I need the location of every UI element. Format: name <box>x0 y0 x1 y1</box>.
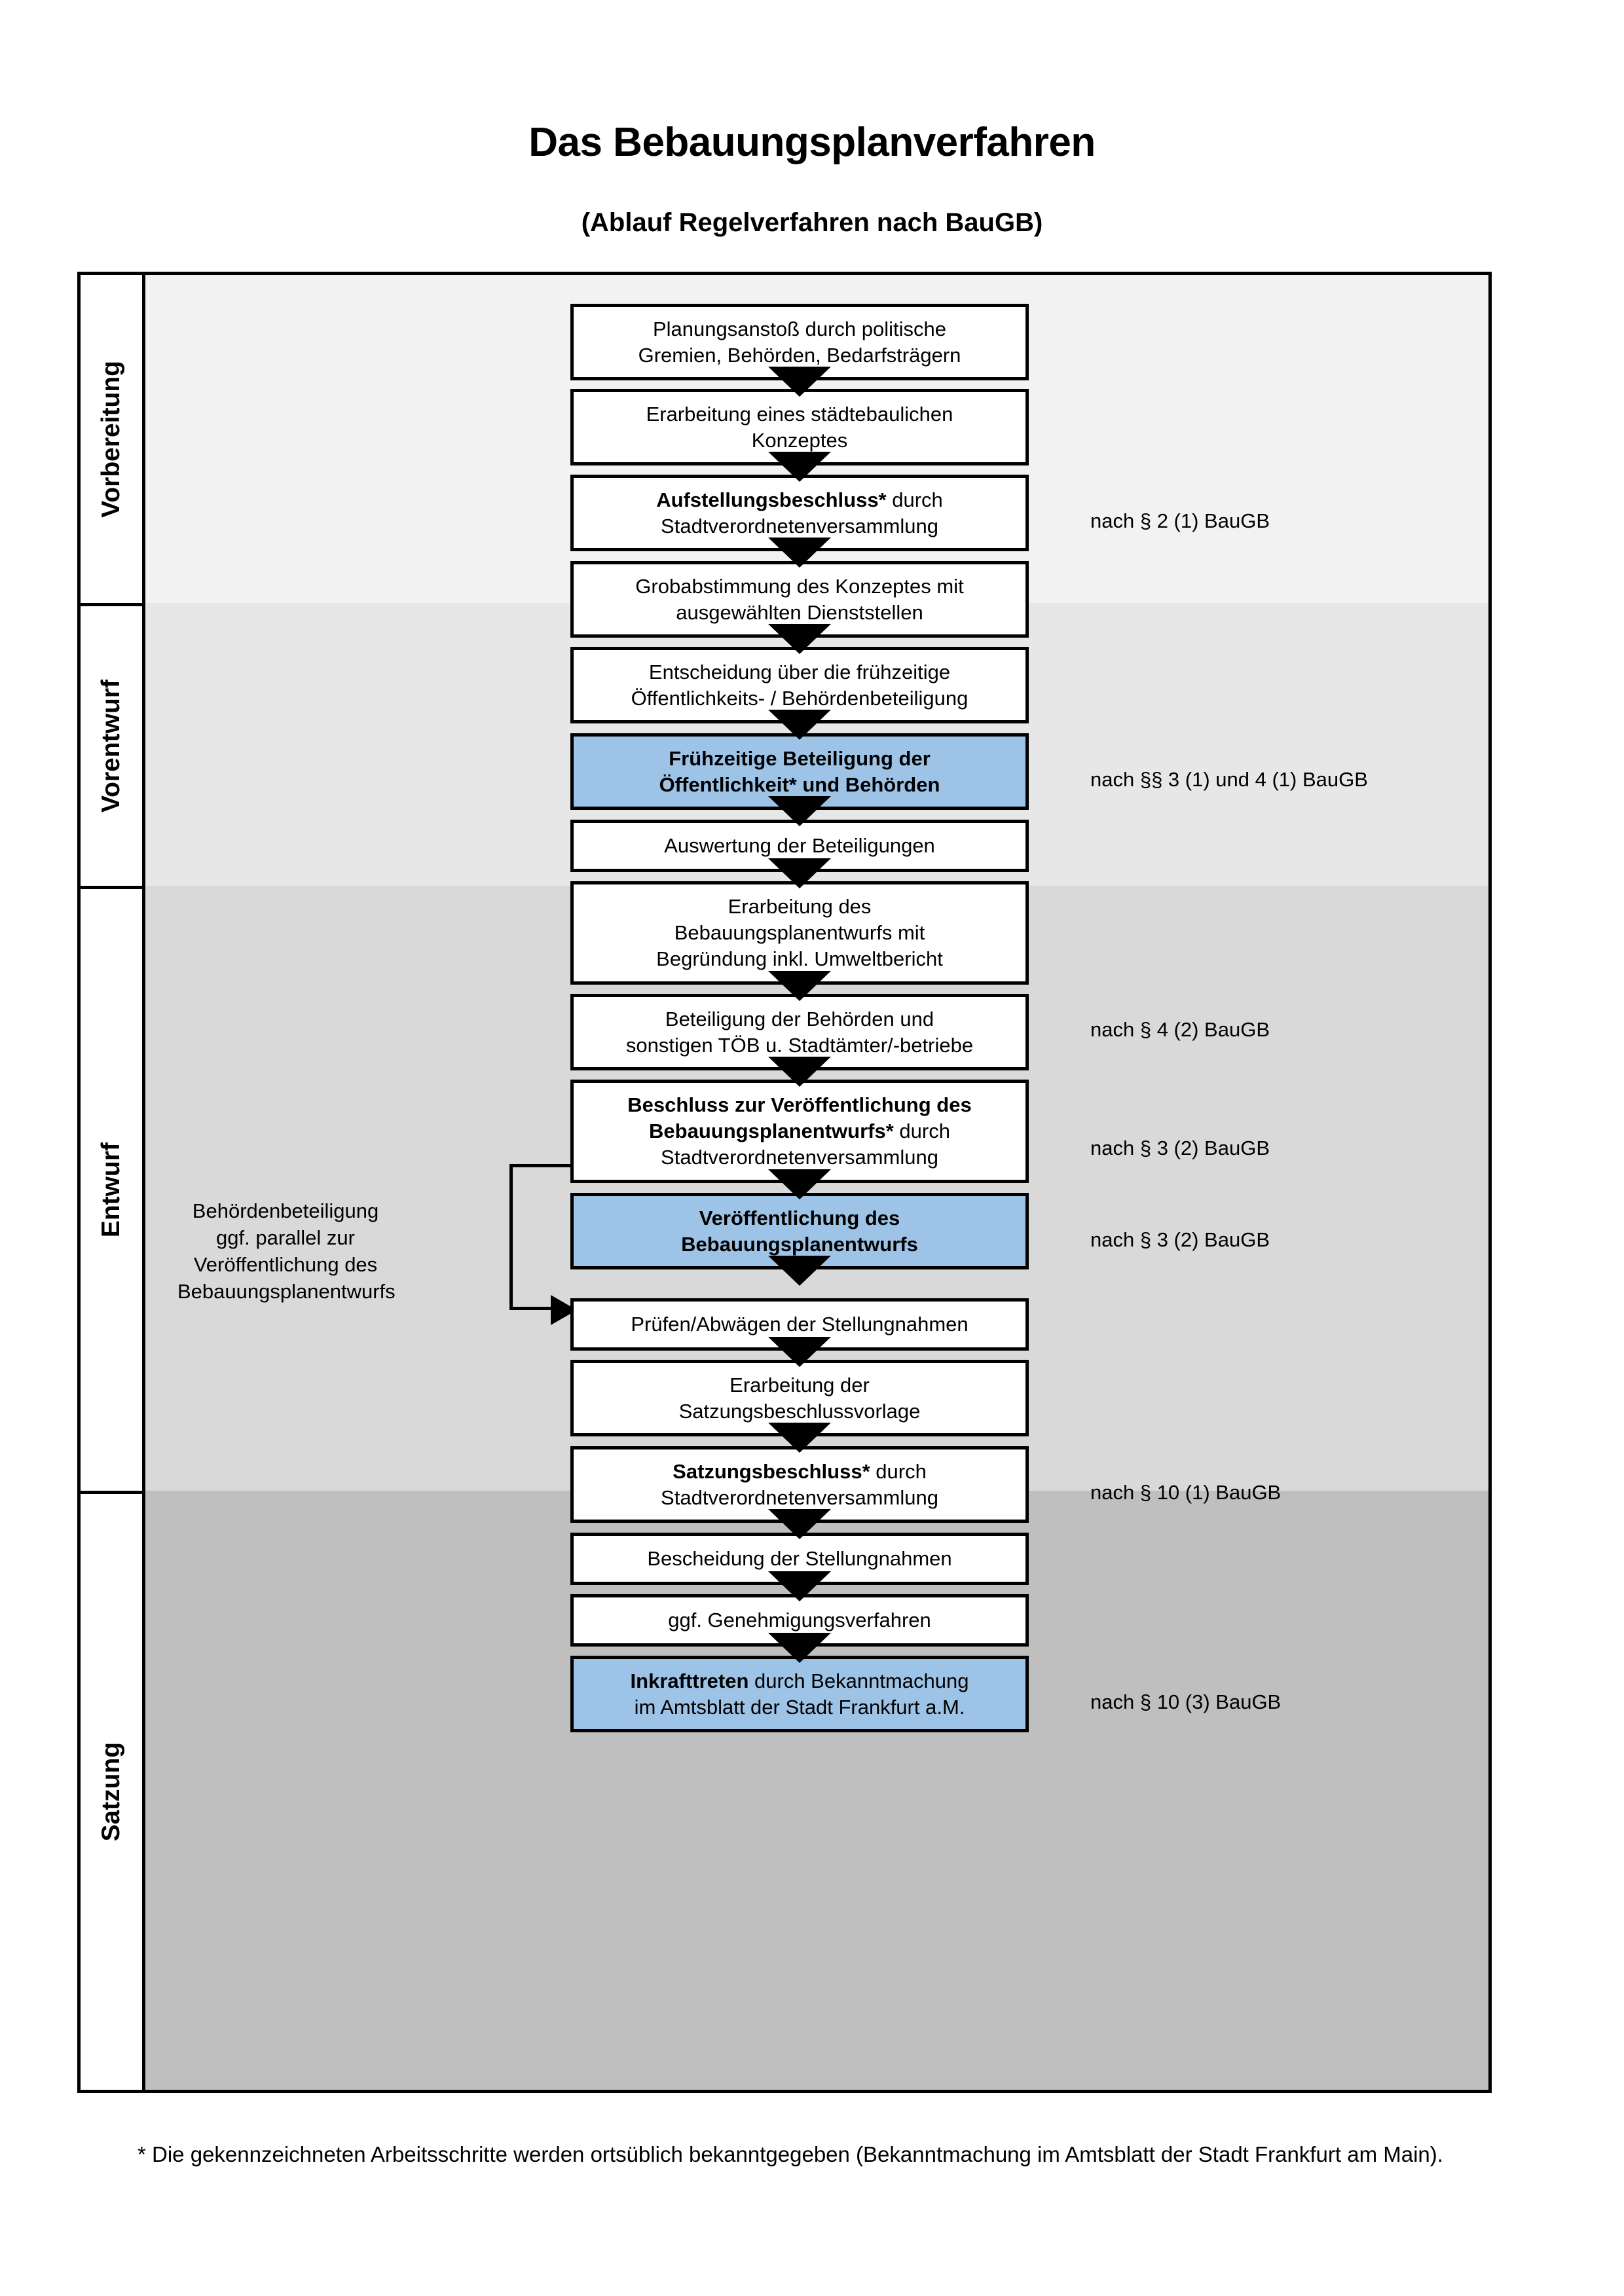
sidenote-line-4: Bebauungsplanentwurfs <box>177 1279 396 1303</box>
step-line-2: Bebauungsplanentwurfs mit <box>674 921 925 945</box>
phase-label-vorentwurf: Vorentwurf <box>97 680 125 812</box>
flow-arrow-9 <box>768 1057 831 1087</box>
step-line-1-bold: Aufstellungsbeschluss* <box>656 488 887 511</box>
phase-label-col-vorbereitung: Vorbereitung <box>81 275 145 603</box>
step-line-1: Prüfen/Abwägen der Stellungnahmen <box>631 1313 969 1336</box>
step-line-1: Erarbeitung der <box>729 1373 870 1396</box>
sidenote-line-3: Veröffentlichung des <box>193 1252 378 1276</box>
step-line-1-bold: Satzungsbeschluss* <box>673 1459 870 1483</box>
step-line-1: Satzungsbeschluss* durch <box>673 1459 927 1483</box>
step-box-aufstellungsbeschluss[interactable]: Aufstellungsbeschluss* durch Stadtverord… <box>570 475 1029 551</box>
step-line-2: Stadtverordnetenversammlung <box>661 1485 938 1509</box>
step-line-1: Beschluss zur Veröffentlichung des <box>627 1092 971 1118</box>
flow-arrow-3 <box>768 538 831 568</box>
step-line-1: Bescheidung der Stellungnahmen <box>647 1547 952 1571</box>
step-line-2: ausgewählten Dienststellen <box>676 600 923 624</box>
flow-arrow-8 <box>768 971 831 1001</box>
phase-label-col-entwurf: Entwurf <box>81 886 145 1491</box>
step-line-1: Veröffentlichung des <box>699 1206 900 1230</box>
flow-arrow-14 <box>768 1509 831 1539</box>
step-line-1: ggf. Genehmigungsverfahren <box>668 1609 931 1632</box>
flow-arrow-13 <box>768 1423 831 1453</box>
step-line-3: Begründung inkl. Umweltbericht <box>656 947 943 970</box>
step-box-staedtebauliches-konzept[interactable]: Erarbeitung eines städtebaulichen Konzep… <box>570 389 1029 465</box>
step-line-2: sonstigen TÖB u. Stadtämter/-betriebe <box>625 1033 974 1057</box>
step-line-1: Inkrafttreten durch Bekanntmachung <box>630 1669 969 1692</box>
legal-ref-par2-1: nach § 2 (1) BauGB <box>1090 509 1270 532</box>
page-subtitle: (Ablauf Regelverfahren nach BauGB) <box>581 208 1043 237</box>
sidenote-behoerdenbeteiligung: Behördenbeteiligung ggf. parallel zur Ve… <box>177 1198 396 1305</box>
phase-label-entwurf: Entwurf <box>97 1142 125 1238</box>
phase-label-satzung: Satzung <box>97 1742 125 1842</box>
flow-arrow-16 <box>768 1633 831 1663</box>
flow-arrow-5 <box>768 710 831 740</box>
flow-arrow-15 <box>768 1571 831 1601</box>
flow-arrow-1 <box>768 367 831 397</box>
step-line-1: Aufstellungsbeschluss* durch <box>656 488 943 511</box>
sidenote-line-1: Behördenbeteiligung <box>192 1199 379 1222</box>
step-box-beschluss-veroeffentlichung[interactable]: Beschluss zur Veröffentlichung des Bebau… <box>570 1080 1029 1183</box>
step-line-2: Öffentlichkeits- / Behördenbeteiligung <box>631 686 969 710</box>
phase-label-vorbereitung: Vorbereitung <box>97 360 125 518</box>
step-line-2-bold: Bebauungsplanentwurfs* <box>649 1120 894 1143</box>
legal-ref-par4-2: nach § 4 (2) BauGB <box>1090 1018 1270 1041</box>
legal-ref-par10-1: nach § 10 (1) BauGB <box>1090 1481 1282 1504</box>
step-line-2: Öffentlichkeit* und Behörden <box>659 773 940 796</box>
step-box-erarbeitung-bplan-entwurf[interactable]: Erarbeitung des Bebauungsplanentwurfs mi… <box>570 881 1029 985</box>
flow-arrow-11 <box>768 1256 831 1286</box>
step-line-1: Grobabstimmung des Konzeptes mit <box>635 574 964 598</box>
legal-ref-par10-3: nach § 10 (3) BauGB <box>1090 1690 1282 1713</box>
step-line-1: Auswertung der Beteiligungen <box>664 834 935 858</box>
step-line-2: im Amtsblatt der Stadt Frankfurt a.M. <box>634 1695 965 1719</box>
step-line-1-bold: Inkrafttreten <box>630 1669 749 1692</box>
step-line-1: Erarbeitung des <box>728 895 872 919</box>
page-title: Das Bebauungsplanverfahren <box>528 120 1096 165</box>
parallel-connector-bracket <box>509 1164 583 1310</box>
step-box-satzungsbeschluss[interactable]: Satzungsbeschluss* durch Stadtverordnete… <box>570 1446 1029 1523</box>
flow-arrow-4 <box>768 624 831 654</box>
flow-arrow-12 <box>768 1337 831 1367</box>
flow-arrow-7 <box>768 858 831 888</box>
step-box-pruefen-abwaegen[interactable]: Prüfen/Abwägen der Stellungnahmen <box>570 1298 1029 1351</box>
step-box-inkrafttreten[interactable]: Inkrafttreten durch Bekanntmachung im Am… <box>570 1656 1029 1732</box>
step-line-1: Entscheidung über die frühzeitige <box>648 660 951 683</box>
step-line-2: Bebauungsplanentwurfs* durch <box>649 1120 950 1143</box>
step-line-1: Frühzeitige Beteiligung der <box>669 746 931 770</box>
phase-label-col-vorentwurf: Vorentwurf <box>81 603 145 886</box>
phase-label-col-satzung: Satzung <box>81 1491 145 2090</box>
step-line-2: Satzungsbeschlussvorlage <box>678 1399 921 1423</box>
step-line-2: Stadtverordnetenversammlung <box>661 514 938 538</box>
step-line-1: Planungsanstoß durch politische <box>652 317 947 340</box>
step-line-2: Bebauungsplanentwurfs <box>681 1232 918 1256</box>
sidenote-line-2: ggf. parallel zur <box>216 1226 355 1249</box>
step-line-2: Gremien, Behörden, Bedarfsträgern <box>638 343 961 367</box>
step-line-1: Erarbeitung eines städtebaulichen <box>646 402 953 426</box>
legal-ref-par3-2-a: nach § 3 (2) BauGB <box>1090 1137 1270 1159</box>
flow-arrow-2 <box>768 452 831 482</box>
flow-arrow-6 <box>768 796 831 826</box>
footnote-text: * Die gekennzeichneten Arbeitsschritte w… <box>138 2142 1443 2166</box>
step-box-veroeffentlichung-bplan[interactable]: Veröffentlichung des Bebauungsplanentwur… <box>570 1193 1029 1269</box>
step-line-2: Konzeptes <box>751 428 848 452</box>
step-line-1: Beteiligung der Behörden und <box>665 1007 934 1030</box>
legal-ref-par3-1-4-1: nach §§ 3 (1) und 4 (1) BauGB <box>1090 768 1368 791</box>
step-line-3: Stadtverordnetenversammlung <box>661 1145 938 1169</box>
flow-arrow-10 <box>768 1169 831 1199</box>
process-frame: Vorbereitung Vorentwurf Entwurf Satzung <box>77 272 1492 2093</box>
legal-ref-par3-2-b: nach § 3 (2) BauGB <box>1090 1228 1270 1251</box>
step-line-1-bold: Beschluss zur Veröffentlichung des <box>627 1093 972 1117</box>
